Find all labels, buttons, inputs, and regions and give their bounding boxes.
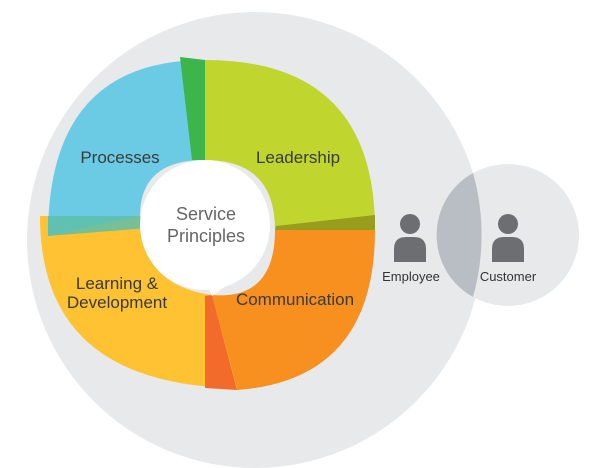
segment-communication <box>212 230 375 390</box>
segment-learning <box>40 216 237 388</box>
accent-teal-left <box>48 216 148 236</box>
employee-label: Employee <box>382 269 440 284</box>
label-learning-line2: Development <box>67 293 167 312</box>
circles-overlap <box>436 173 482 297</box>
label-leadership: Leadership <box>256 148 340 167</box>
center-hub-notch <box>208 283 230 296</box>
segment-processes <box>48 60 205 236</box>
accent-orange-bottom <box>205 295 237 390</box>
label-processes: Processes <box>80 148 159 167</box>
center-label-line2: Principles <box>167 226 245 246</box>
label-learning-line1: Learning & <box>76 274 159 293</box>
employee-person-icon <box>394 214 426 262</box>
center-label-line1: Service <box>176 204 236 224</box>
accent-green-top <box>180 57 205 160</box>
center-hub <box>140 160 270 290</box>
label-communication: Communication <box>236 290 354 309</box>
segment-leadership <box>205 60 375 230</box>
customer-person-icon <box>492 214 524 262</box>
customer-label: Customer <box>480 269 537 284</box>
accent-olive-right <box>275 215 375 230</box>
